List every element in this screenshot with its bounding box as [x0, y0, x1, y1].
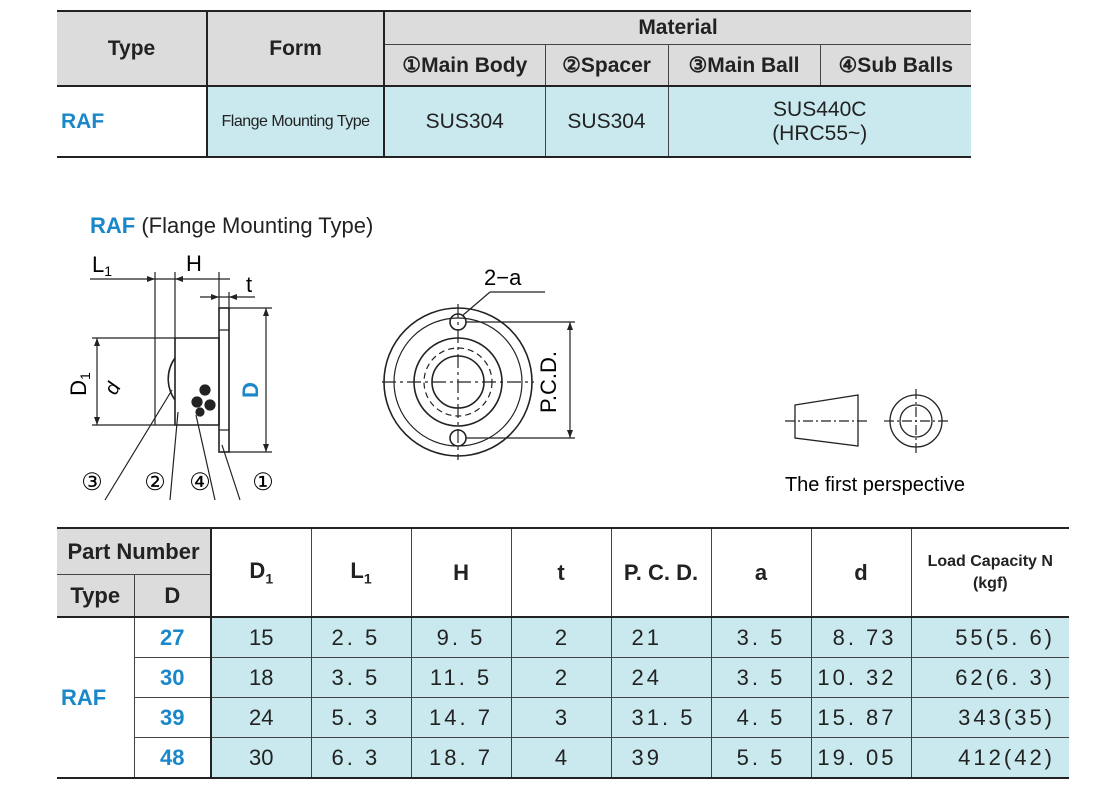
material-header-type: Type: [57, 10, 207, 86]
parts-header-dia: D: [133, 574, 212, 617]
material-main-body-cell: SUS304: [383, 85, 545, 158]
label-pcd: P.C.D.: [536, 351, 561, 413]
parts-row-0-l1: 2. 5: [310, 616, 412, 658]
material-balls-line1: SUS440C: [773, 97, 867, 121]
parts-row-1-d1: 18: [210, 657, 312, 698]
material-form-cell: Flange Mounting Type: [206, 85, 384, 158]
main-ball-outline: [167, 357, 176, 401]
parts-row-2-load: 343(35): [910, 697, 1070, 738]
parts-row-2-a: 4. 5: [710, 697, 812, 738]
parts-row-3-h: 18. 7: [410, 737, 512, 779]
parts-header-pcd: P. C. D.: [610, 527, 712, 617]
parts-type-cell: RAF: [57, 616, 134, 779]
parts-row-2-t: 3: [510, 697, 612, 738]
parts-row-1-pcd: 24: [610, 657, 712, 698]
parts-row-0-d: 27: [133, 616, 212, 658]
parts-row-1-l1: 3. 5: [310, 657, 412, 698]
parts-row-0-d1: 15: [210, 616, 312, 658]
parts-row-0-t: 2: [510, 616, 612, 658]
callout-2: ②: [144, 469, 166, 496]
parts-row-2-l1: 5. 3: [310, 697, 412, 738]
parts-row-2-d: 39: [133, 697, 212, 738]
parts-header-h: H: [410, 527, 512, 617]
drawing-title-text: (Flange Mounting Type): [141, 213, 374, 238]
parts-row-3-dball: 19. 05: [810, 737, 912, 779]
material-type-cell: RAF: [57, 85, 207, 158]
parts-header-t: t: [510, 527, 612, 617]
main-body-outline: [174, 337, 220, 426]
material-header-sub-balls: ④Sub Balls: [819, 44, 971, 86]
material-header-main-ball: ③Main Ball: [667, 44, 820, 86]
material-balls-line2: (HRC55~): [772, 121, 868, 145]
parts-header-d1: D1: [210, 527, 312, 617]
material-header-form: Form: [206, 10, 384, 86]
parts-header-type: Type: [57, 574, 134, 617]
parts-row-3-t: 4: [510, 737, 612, 779]
callout-4: ④: [189, 469, 211, 496]
material-table: Type Form Material ①Main Body ②Spacer ③M…: [57, 10, 971, 158]
callout-3: ③: [81, 469, 103, 496]
parts-row-2-dball: 15. 87: [810, 697, 912, 738]
label-2a: 2−a: [484, 265, 522, 290]
material-spacer-cell: SUS304: [544, 85, 668, 158]
parts-row-3-load: 412(42): [910, 737, 1070, 779]
parts-row-3-d: 48: [133, 737, 212, 779]
perspective-caption: The first perspective: [785, 474, 965, 496]
drawing-title-code: RAF: [90, 213, 136, 238]
parts-row-1-a: 3. 5: [710, 657, 812, 698]
label-d1: D1: [66, 372, 93, 396]
label-t: t: [246, 272, 252, 297]
parts-header-load: Load Capacity N (kgf): [910, 527, 1070, 617]
parts-header-d: d: [810, 527, 912, 617]
parts-row-2-h: 14. 7: [410, 697, 512, 738]
parts-row-2-pcd: 31. 5: [610, 697, 712, 738]
parts-row-3-pcd: 39: [610, 737, 712, 779]
parts-row-1-h: 11. 5: [410, 657, 512, 698]
label-d-outer: D: [238, 382, 263, 398]
perspective-cone: [794, 394, 859, 447]
material-balls-cell: SUS440C (HRC55~): [667, 85, 971, 158]
parts-row-1-d: 30: [133, 657, 212, 698]
parts-row-3-d1: 30: [210, 737, 312, 779]
parts-header-part-number: Part Number: [57, 527, 212, 575]
technical-drawing: L1 H t D D1 d 2−a P.C.D. ③ ② ④ ① The fir…: [66, 251, 965, 501]
parts-row-1-dball: 10. 32: [810, 657, 912, 698]
parts-row-0-a: 3. 5: [710, 616, 812, 658]
parts-header-l1: L1: [310, 527, 412, 617]
drawing-title: RAF (Flange Mounting Type): [90, 213, 373, 239]
parts-row-1-t: 2: [510, 657, 612, 698]
material-header-main-body: ①Main Body: [383, 44, 545, 86]
parts-row-0-dball: 8. 73: [810, 616, 912, 658]
parts-table: Part Number D1 L1 H t P. C. D. a d Load …: [57, 527, 1070, 779]
parts-row-0-pcd: 21: [610, 616, 712, 658]
label-l1: L1: [92, 252, 112, 279]
parts-row-3-a: 5. 5: [710, 737, 812, 779]
material-header-material: Material: [383, 10, 971, 45]
parts-row-2-d1: 24: [210, 697, 312, 738]
label-h: H: [186, 251, 202, 276]
label-d-ball: d: [101, 378, 125, 400]
parts-row-3-l1: 6. 3: [310, 737, 412, 779]
parts-header-a: a: [710, 527, 812, 617]
callout-1: ①: [252, 469, 274, 496]
parts-row-0-h: 9. 5: [410, 616, 512, 658]
parts-row-0-load: 55(5. 6): [910, 616, 1070, 658]
parts-row-1-load: 62(6. 3): [910, 657, 1070, 698]
material-header-spacer: ②Spacer: [544, 44, 668, 86]
